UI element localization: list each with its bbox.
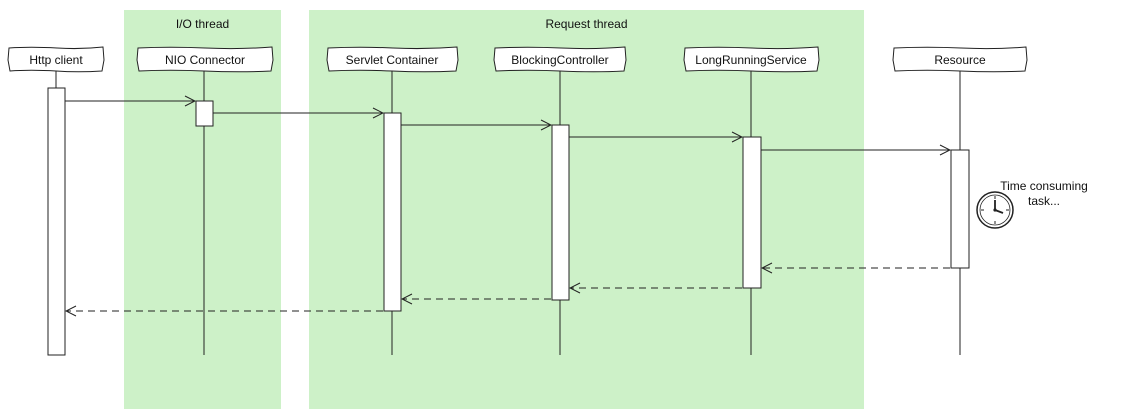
participant-label-http-client: Http client (29, 53, 83, 67)
note-text-line1: Time consuming (1000, 179, 1088, 193)
activation-servlet-container (383, 112, 402, 312)
note-text-line2: task... (1028, 194, 1060, 208)
lane-io-thread-label: I/O thread (176, 17, 229, 31)
clock-icon (976, 191, 1014, 229)
lane-request-thread-label: Request thread (545, 17, 627, 31)
participant-box-blocking-controller (493, 46, 627, 73)
activation-http-client (47, 87, 66, 356)
participant-box-http-client (7, 46, 105, 73)
participant-box-servlet-container (326, 46, 459, 73)
participant-box-resource (892, 46, 1028, 73)
participant-label-blocking-controller: BlockingController (511, 53, 608, 67)
activation-resource (950, 149, 970, 269)
activation-nio-connector (195, 100, 214, 127)
participant-label-nio-connector: NIO Connector (165, 53, 245, 67)
participant-box-nio-connector (136, 46, 274, 73)
participant-label-servlet-container: Servlet Container (346, 53, 439, 67)
participant-box-long-running-service (683, 46, 820, 73)
participant-label-long-running-service: LongRunningService (695, 53, 807, 67)
participant-label-resource: Resource (934, 53, 986, 67)
lane-io-thread (124, 10, 281, 409)
activation-blocking-controller (551, 124, 570, 301)
activation-long-running-service (742, 136, 762, 289)
